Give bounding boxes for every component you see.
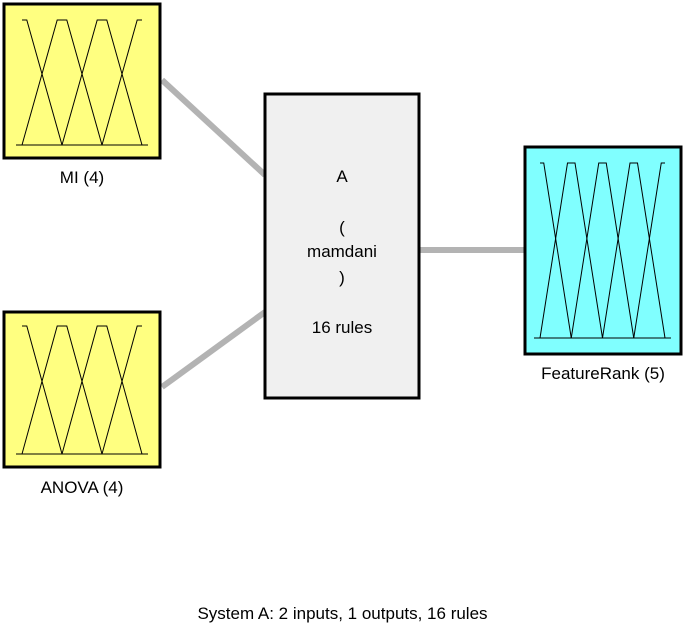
membership-function-curve <box>61 19 143 146</box>
system-close-paren: ) <box>339 268 345 287</box>
system-type: mamdani <box>307 242 377 261</box>
input-block-mi[interactable] <box>2 2 162 160</box>
system-name: A <box>336 167 348 186</box>
output-label-featurerank: FeatureRank (5) <box>541 364 665 383</box>
system-open-paren: ( <box>339 218 345 237</box>
system-rules: 16 rules <box>311 318 373 337</box>
membership-function-curve <box>22 19 63 146</box>
mf-plot-featurerank <box>534 162 671 339</box>
membership-function-curve <box>61 325 143 455</box>
membership-function-curve <box>21 19 103 146</box>
membership-function-curve <box>540 162 572 339</box>
system-summary: System A: 2 inputs, 1 outputs, 16 rules <box>197 604 488 623</box>
membership-function-curve <box>633 162 665 339</box>
output-block-featurerank[interactable] <box>523 145 683 356</box>
system-block[interactable] <box>263 92 421 400</box>
mf-plot-mi <box>16 19 148 146</box>
input-block-anova[interactable] <box>2 310 162 469</box>
input-label-anova: ANOVA (4) <box>40 478 124 497</box>
membership-function-curve <box>101 19 142 146</box>
membership-function-curve <box>570 162 635 339</box>
connector-mi <box>159 77 268 178</box>
membership-function-curve <box>101 325 142 455</box>
membership-function-curve <box>602 162 666 339</box>
membership-function-curve <box>539 162 603 339</box>
membership-function-curve <box>21 325 103 455</box>
mf-plot-anova <box>16 325 148 455</box>
connector-anova <box>160 309 267 390</box>
membership-function-curve <box>22 325 63 455</box>
input-label-mi: MI (4) <box>59 168 105 187</box>
